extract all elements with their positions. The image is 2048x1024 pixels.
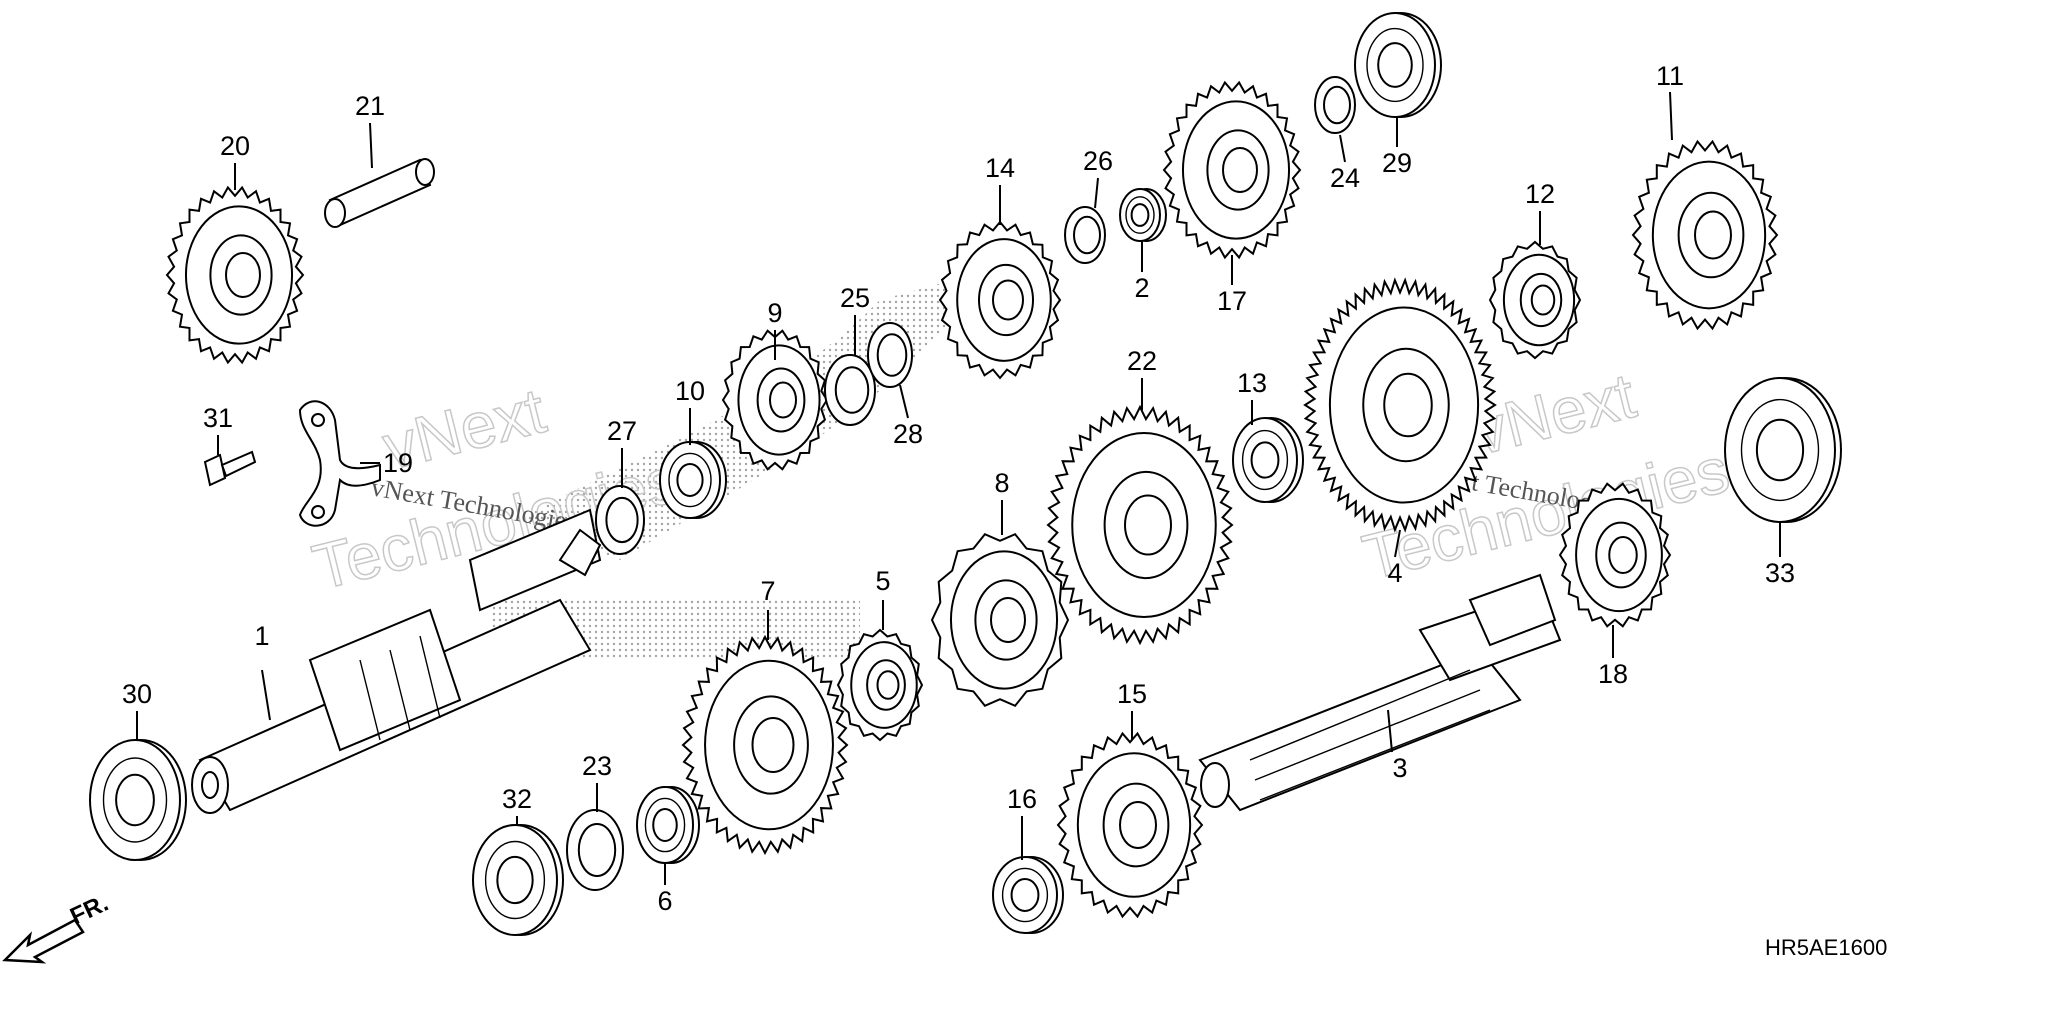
callout-label-18: 18 bbox=[1598, 659, 1628, 689]
callout-label-31: 31 bbox=[203, 403, 233, 433]
callout-label-23: 23 bbox=[582, 751, 612, 781]
callout-label-12: 12 bbox=[1525, 179, 1555, 209]
callout-label-8: 8 bbox=[994, 468, 1009, 498]
callout-label-7: 7 bbox=[760, 576, 775, 606]
callout-label-32: 32 bbox=[502, 784, 532, 814]
callout-label-20: 20 bbox=[220, 131, 250, 161]
callout-label-21: 21 bbox=[355, 91, 385, 121]
callout-label-9: 9 bbox=[767, 298, 782, 328]
callout-label-19: 19 bbox=[383, 448, 413, 478]
part-27-washer bbox=[595, 485, 645, 555]
bolt-part-31 bbox=[203, 450, 257, 487]
part-32-ring bbox=[472, 824, 564, 936]
pin-part-21 bbox=[324, 158, 435, 228]
part-4-gear bbox=[1303, 277, 1497, 533]
callout-label-22: 22 bbox=[1127, 346, 1157, 376]
leader-line-1 bbox=[261, 669, 271, 721]
callout-label-15: 15 bbox=[1117, 679, 1147, 709]
part-14-gear bbox=[938, 220, 1062, 380]
callout-label-24: 24 bbox=[1330, 163, 1360, 193]
callout-label-33: 33 bbox=[1765, 558, 1795, 588]
leader-line-24 bbox=[1339, 134, 1346, 163]
mainshaft-part-1 bbox=[191, 508, 602, 814]
leader-line-3 bbox=[1387, 709, 1393, 753]
part-30-ring bbox=[89, 739, 187, 861]
callout-label-13: 13 bbox=[1237, 368, 1267, 398]
part-25-washer bbox=[824, 354, 876, 426]
callout-label-30: 30 bbox=[122, 679, 152, 709]
countershaft-part-3 bbox=[1198, 573, 1562, 812]
callout-label-3: 3 bbox=[1392, 753, 1407, 783]
callout-label-2: 2 bbox=[1134, 273, 1149, 303]
part-28-washer bbox=[867, 322, 913, 388]
part-7-gear bbox=[681, 634, 849, 856]
part-18-gear bbox=[1558, 482, 1672, 628]
callout-labels: 1234567891011121314151617181920212223242… bbox=[122, 61, 1795, 916]
part-17-gear bbox=[1162, 80, 1302, 260]
svg-text:vNext: vNext bbox=[1466, 359, 1642, 468]
part-29-ring bbox=[1354, 12, 1442, 118]
gear-parts bbox=[89, 12, 1842, 936]
callout-label-10: 10 bbox=[675, 376, 705, 406]
diagram-code: HR5AE1600 bbox=[1765, 935, 1887, 960]
part-15-gear bbox=[1056, 731, 1204, 919]
part-20-gear bbox=[165, 185, 305, 365]
callout-label-25: 25 bbox=[840, 283, 870, 313]
front-direction-arrow: FR. bbox=[2, 890, 113, 964]
part-13-ring bbox=[1232, 417, 1304, 503]
callout-label-6: 6 bbox=[657, 886, 672, 916]
callout-label-17: 17 bbox=[1217, 286, 1247, 316]
part-22-gear bbox=[1046, 404, 1234, 646]
part-10-ring bbox=[659, 441, 727, 519]
callout-label-27: 27 bbox=[607, 416, 637, 446]
callout-label-28: 28 bbox=[893, 419, 923, 449]
part-6-ring bbox=[636, 786, 700, 864]
leader-line-26 bbox=[1094, 177, 1099, 209]
part-12-gear bbox=[1488, 240, 1582, 360]
callout-leader-lines bbox=[136, 91, 1781, 885]
part-8-gear bbox=[930, 532, 1070, 708]
callout-label-1: 1 bbox=[254, 621, 269, 651]
part-23-washer bbox=[566, 809, 624, 891]
part-11-gear bbox=[1631, 139, 1779, 331]
leader-line-21 bbox=[369, 122, 373, 169]
leader-line-11 bbox=[1669, 91, 1673, 141]
callout-label-26: 26 bbox=[1083, 146, 1113, 176]
leader-line-4 bbox=[1394, 529, 1401, 558]
part-16-ring bbox=[992, 856, 1064, 934]
part-24-washer bbox=[1314, 76, 1356, 134]
part-5-gear bbox=[836, 628, 924, 742]
callout-label-5: 5 bbox=[875, 566, 890, 596]
callout-label-4: 4 bbox=[1387, 558, 1402, 588]
part-2-ring bbox=[1119, 188, 1167, 242]
callout-label-16: 16 bbox=[1007, 784, 1037, 814]
callout-label-14: 14 bbox=[985, 153, 1015, 183]
callout-label-11: 11 bbox=[1656, 61, 1684, 91]
leader-line-28 bbox=[899, 384, 909, 419]
part-9-gear bbox=[721, 329, 829, 471]
part-26-washer bbox=[1064, 206, 1106, 264]
honda-logo-watermark bbox=[490, 270, 990, 660]
part-33-ring bbox=[1724, 377, 1842, 523]
callout-label-29: 29 bbox=[1382, 148, 1412, 178]
plate-part-19 bbox=[298, 400, 381, 527]
